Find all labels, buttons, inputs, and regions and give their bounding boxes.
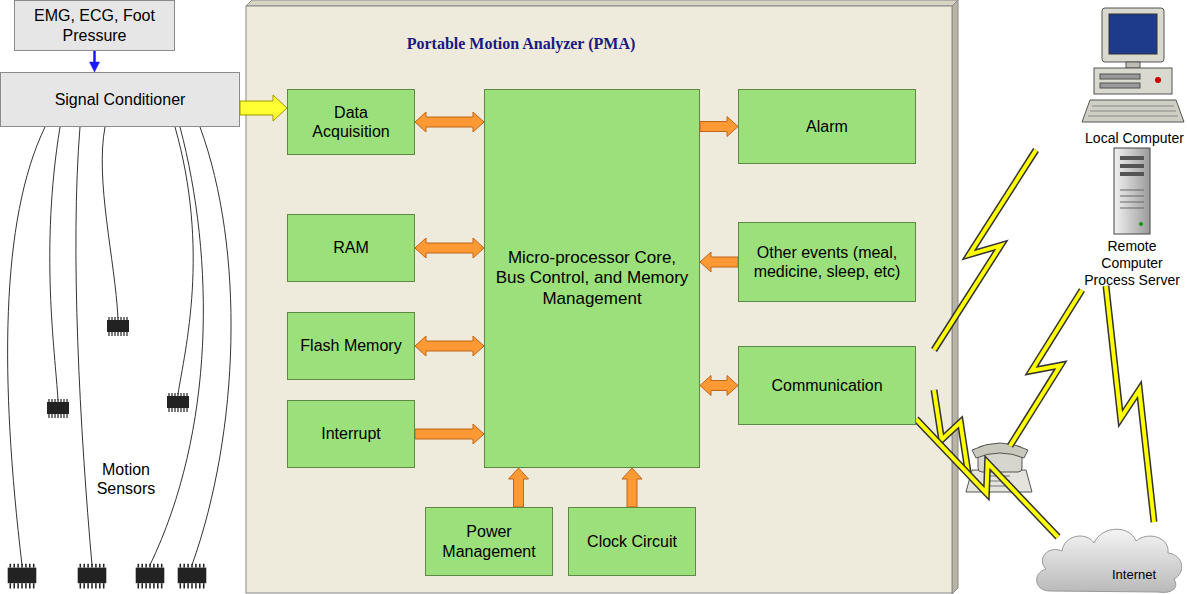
module-box: Power Management (425, 507, 553, 576)
module-box: Micro-processor Core, Bus Control, and M… (484, 89, 700, 468)
module-box: Alarm (738, 89, 916, 164)
input-box: EMG, ECG, Foot Pressure (14, 0, 175, 51)
module-box: Other events (meal, medicine, sleep, etc… (738, 222, 916, 302)
device-housing (246, 0, 958, 594)
module-box: Flash Memory (287, 312, 415, 380)
node-text: Alarm (806, 117, 848, 136)
node-text: Other events (meal, medicine, sleep, etc… (745, 243, 909, 281)
label: Motion Sensors (86, 460, 166, 498)
wireless-link (916, 419, 1058, 537)
module-box: Interrupt (287, 400, 415, 468)
module-box: RAM (287, 214, 415, 282)
node-text: Flash Memory (300, 336, 401, 355)
node-text: Power Management (432, 522, 546, 560)
module-box: Communication (738, 346, 916, 425)
node-text: Signal Conditioner (55, 90, 186, 109)
bus-arrow (509, 468, 529, 507)
bus-arrow (415, 112, 484, 132)
label: Remote Computer Process Server (1078, 238, 1186, 288)
node-text: Clock Circuit (587, 532, 677, 551)
label: Local Computer (1082, 130, 1187, 147)
device-panel: Portable Motion Analyzer (PMA) Data Acqui… (246, 0, 958, 594)
bus-arrow (700, 117, 738, 137)
computer-icon (1082, 8, 1184, 122)
node-text: Data Acquisition (294, 103, 408, 141)
cloud-outline (1030, 515, 1187, 594)
module-box: Data Acquisition (287, 89, 415, 155)
wireless-link (1106, 286, 1154, 522)
node-text: Internet (1112, 567, 1156, 583)
node-text: EMG, ECG, Foot Pressure (21, 6, 168, 44)
panel-title: Portable Motion Analyzer (PMA) (346, 34, 696, 53)
module-box: Clock Circuit (568, 507, 696, 576)
node-text: Communication (771, 376, 882, 395)
process-box: Signal Conditioner (0, 72, 240, 127)
bus-arrow (415, 238, 484, 258)
bus-arrow (622, 468, 642, 507)
bus-arrow (415, 336, 484, 356)
wireless-link (934, 150, 1036, 350)
sensor-cable (8, 127, 231, 565)
node-text: RAM (333, 238, 369, 257)
data-arrow (240, 95, 287, 121)
node-text: Interrupt (321, 424, 381, 443)
wireless-link (1010, 290, 1082, 446)
server-icon (1114, 148, 1150, 234)
cloud-shape: Internet (1030, 515, 1187, 594)
node-text: Micro-processor Core, Bus Control, and M… (491, 248, 693, 309)
bus-arrow (700, 252, 738, 272)
bus-arrow (700, 376, 738, 396)
bus-arrow (415, 424, 484, 444)
signal-arrow (90, 51, 100, 72)
motion-sensor (8, 317, 207, 588)
